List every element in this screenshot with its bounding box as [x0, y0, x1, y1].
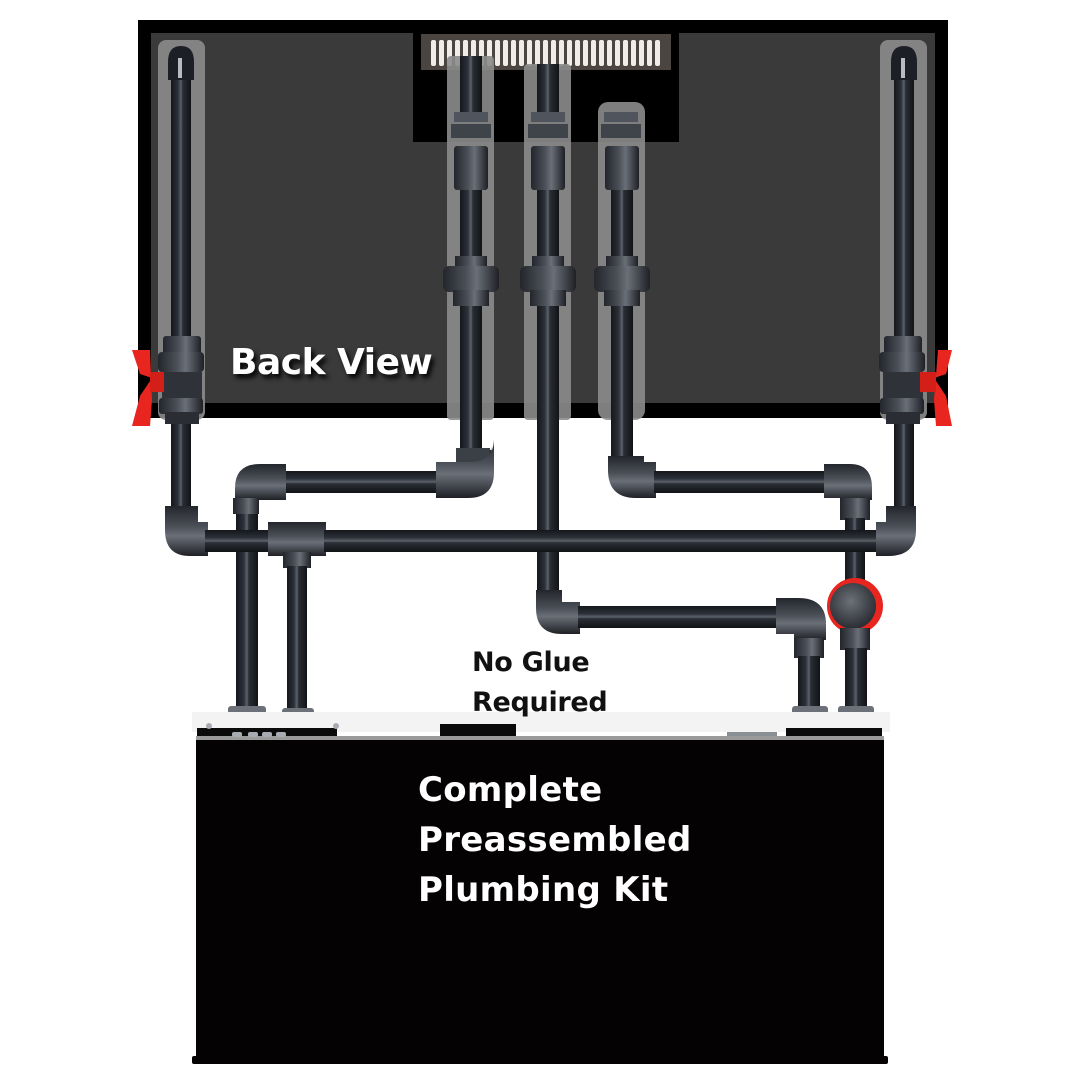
no-glue-line-2: Required	[472, 687, 608, 718]
center-drain-run	[536, 590, 826, 708]
drain-line-left	[443, 56, 499, 456]
back-view-label: Back View	[230, 342, 433, 383]
kit-title-line-2: Preassembled	[418, 820, 692, 860]
no-glue-line-1: No Glue	[472, 647, 590, 678]
left-ball-valve	[132, 336, 204, 426]
return-manifold	[165, 506, 916, 714]
upper-right-run	[608, 456, 872, 588]
kit-title: Complete Preassembled Plumbing Kit	[418, 765, 692, 915]
kit-title-line-1: Complete	[418, 770, 603, 810]
upper-left-run	[233, 438, 494, 714]
sump-cabinet	[192, 712, 890, 1064]
right-ball-valve	[879, 336, 952, 426]
left-return-line	[168, 46, 194, 510]
drain-line-right	[594, 112, 650, 456]
kit-title-line-3: Plumbing Kit	[418, 870, 669, 910]
no-glue-callout: No Glue Required	[472, 643, 608, 723]
right-return-line	[891, 46, 917, 510]
sump-ball-valve	[827, 578, 883, 708]
drain-line-center	[520, 64, 576, 596]
